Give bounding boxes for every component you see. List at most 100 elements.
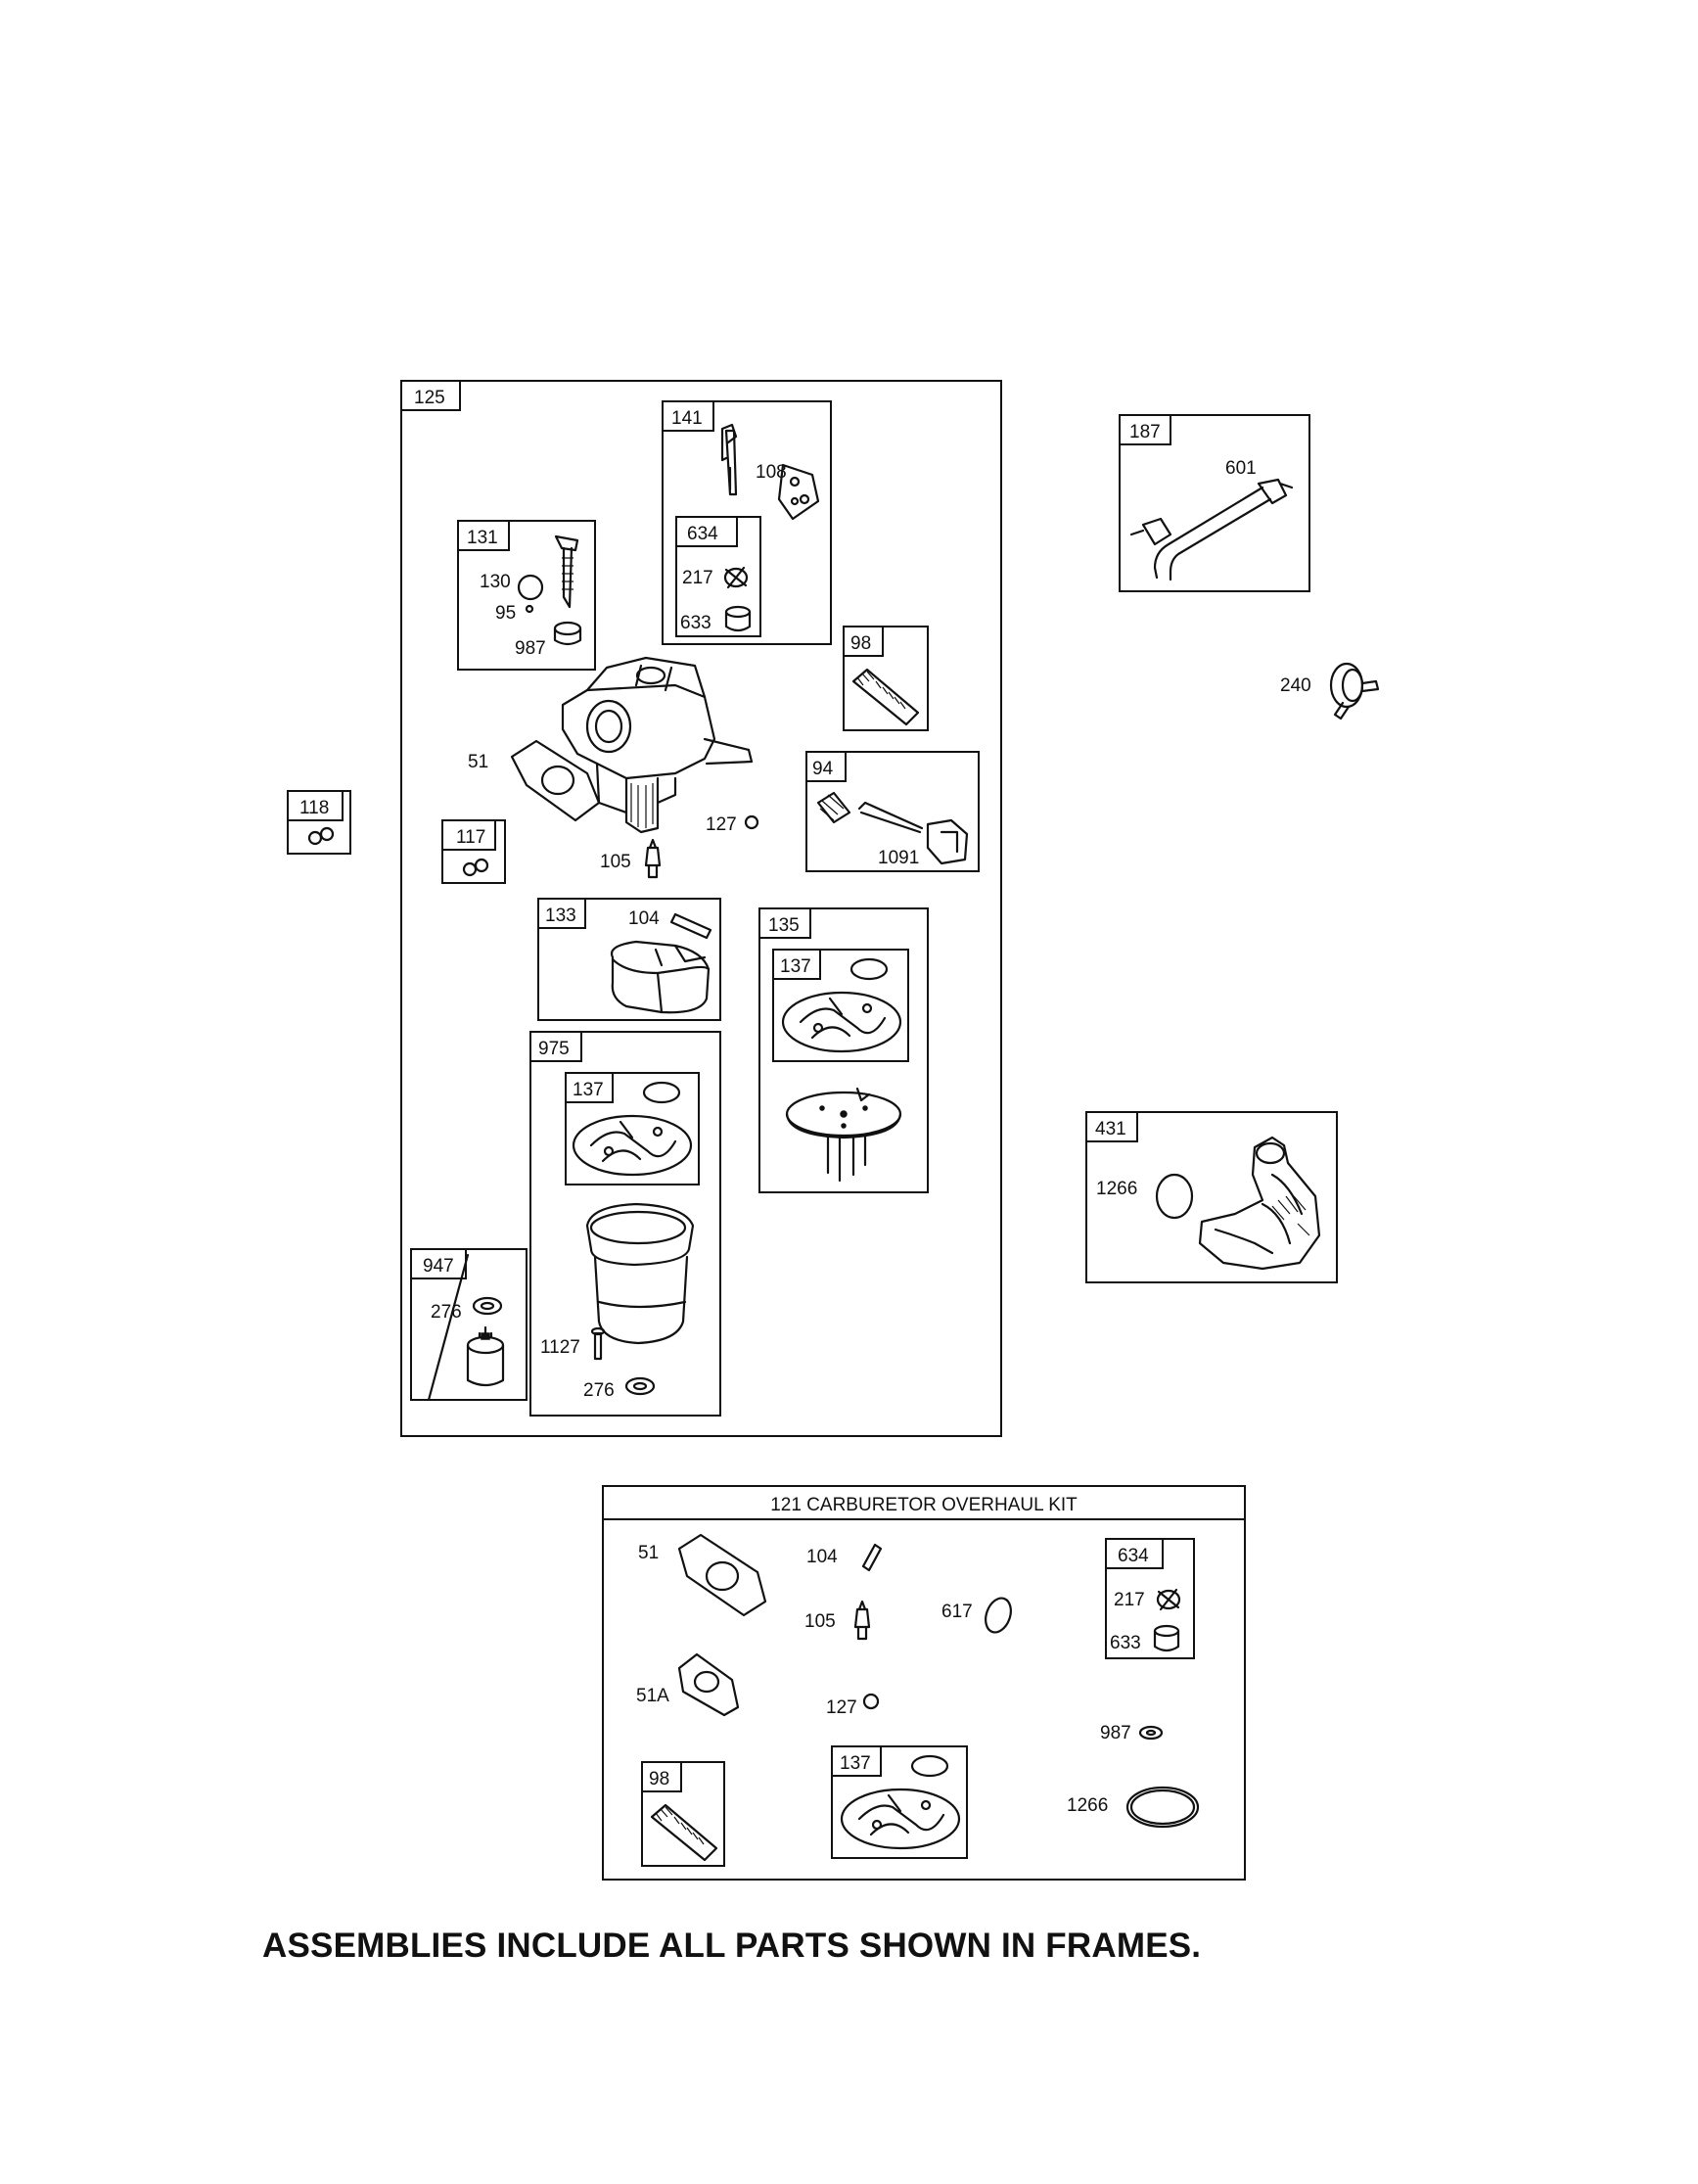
label-105: 105 bbox=[600, 852, 631, 872]
label-1266: 1266 bbox=[1096, 1179, 1137, 1199]
float-133-part bbox=[610, 940, 711, 1014]
kit-gasket-51a-part bbox=[677, 1652, 740, 1717]
frame-141: 141 108 634 217 633 bbox=[662, 400, 832, 645]
carburetor-body-part bbox=[561, 656, 754, 834]
kit-frame-137-tag: 137 bbox=[840, 1753, 871, 1774]
label-51: 51 bbox=[468, 752, 488, 772]
kit-label-105: 105 bbox=[804, 1611, 836, 1632]
screw-118-part bbox=[307, 826, 335, 846]
frame-117: 117 bbox=[441, 819, 506, 884]
label-1127: 1127 bbox=[540, 1337, 580, 1358]
frame-98-tag: 98 bbox=[850, 633, 871, 654]
kit-bushing-633-part bbox=[1153, 1624, 1180, 1652]
label-95: 95 bbox=[495, 603, 516, 624]
bowl-plate-135-part bbox=[785, 1087, 902, 1183]
kit-oring-617-part bbox=[985, 1597, 1012, 1634]
spring-94-part bbox=[816, 791, 851, 824]
diaphragm-130-part bbox=[517, 574, 544, 601]
frame-135-137-tag: 137 bbox=[780, 956, 811, 977]
frame-947: 947 276 bbox=[410, 1248, 528, 1402]
jet-105-part bbox=[644, 838, 662, 879]
label-276b: 276 bbox=[583, 1380, 615, 1401]
gasket-137-part bbox=[781, 991, 902, 1053]
frame-133-tag: 133 bbox=[545, 906, 576, 926]
frame-94-tag: 94 bbox=[812, 759, 834, 779]
spring-217-part bbox=[723, 566, 749, 589]
frame-117-tag: 117 bbox=[456, 827, 485, 848]
oring-975-137-part bbox=[642, 1081, 681, 1104]
kit-frame-98-tag: 98 bbox=[649, 1769, 669, 1789]
kit-label-987: 987 bbox=[1100, 1723, 1131, 1743]
label-987: 987 bbox=[515, 638, 546, 659]
kit-label-1266: 1266 bbox=[1067, 1795, 1108, 1816]
label-127: 127 bbox=[706, 814, 737, 835]
frame-187: 187 601 bbox=[1119, 414, 1310, 592]
frame-947-divider bbox=[427, 1253, 470, 1402]
solenoid-1091-part bbox=[926, 818, 969, 865]
kit-frame-634-tag: 634 bbox=[1118, 1546, 1149, 1566]
kit-label-217: 217 bbox=[1114, 1590, 1145, 1610]
kit-title: 121 CARBURETOR OVERHAUL KIT bbox=[770, 1495, 1078, 1515]
frame-141-tag: 141 bbox=[671, 408, 703, 429]
kit-oring-1266-part bbox=[1125, 1786, 1200, 1829]
label-104: 104 bbox=[628, 908, 660, 929]
screw-98-part bbox=[851, 668, 920, 726]
kit-label-51a: 51A bbox=[636, 1686, 669, 1706]
frame-135-tag: 135 bbox=[768, 915, 800, 936]
frame-975-137-tag: 137 bbox=[573, 1080, 604, 1100]
kit-oring-137-part bbox=[910, 1754, 949, 1778]
label-276a: 276 bbox=[431, 1302, 462, 1323]
plug-127-part bbox=[744, 814, 759, 830]
frame-133: 133 104 bbox=[537, 898, 721, 1021]
kit-screw-98-part bbox=[650, 1803, 718, 1862]
kit-label-51: 51 bbox=[638, 1543, 659, 1563]
label-240: 240 bbox=[1280, 675, 1311, 696]
kit-spring-217-part bbox=[1156, 1588, 1181, 1611]
kit-gasket-51-part bbox=[677, 1533, 767, 1617]
oring-1266-part bbox=[1155, 1173, 1194, 1220]
frame-131-tag: 131 bbox=[467, 528, 498, 548]
kit-pin-104-part bbox=[861, 1543, 883, 1572]
gasket-51-part bbox=[510, 739, 601, 822]
frame-94: 94 1091 bbox=[805, 751, 980, 872]
label-108: 108 bbox=[756, 462, 787, 483]
kit-gasket-137-part bbox=[840, 1788, 961, 1850]
frame-975: 975 137 1127 276 bbox=[529, 1031, 721, 1417]
frame-975-tag: 975 bbox=[538, 1039, 570, 1059]
gasket-975-137-part bbox=[572, 1114, 693, 1177]
frame-118-tag: 118 bbox=[299, 798, 329, 818]
kit-jet-105-part bbox=[853, 1600, 871, 1641]
frame-135: 135 137 bbox=[758, 907, 929, 1193]
frame-431: 431 1266 bbox=[1085, 1111, 1338, 1283]
linkage-rod-part bbox=[720, 423, 738, 496]
frame-118: 118 bbox=[287, 790, 351, 855]
washer-276b-part bbox=[624, 1376, 656, 1396]
label-633: 633 bbox=[680, 613, 711, 633]
seat-987-part bbox=[553, 621, 582, 646]
gasket-108-part bbox=[777, 463, 820, 521]
frame-947-tag: 947 bbox=[423, 1256, 454, 1277]
label-217: 217 bbox=[682, 568, 713, 588]
label-601: 601 bbox=[1225, 458, 1257, 479]
kit-plug-127-part bbox=[862, 1693, 880, 1710]
screw-117-part bbox=[462, 858, 489, 877]
label-1091: 1091 bbox=[878, 848, 919, 868]
fuel-line-601-part bbox=[1129, 478, 1294, 581]
solenoid-947-part bbox=[466, 1325, 505, 1387]
pin-104-part bbox=[669, 912, 712, 940]
frame-125-tag: 125 bbox=[414, 388, 445, 408]
frame-634-tag: 634 bbox=[687, 524, 718, 544]
kit-seat-987-part bbox=[1138, 1725, 1164, 1741]
needle-94-part bbox=[857, 801, 924, 834]
kit-label-617: 617 bbox=[941, 1602, 973, 1622]
float-bowl-975-part bbox=[585, 1202, 695, 1345]
frame-431-tag: 431 bbox=[1095, 1119, 1126, 1139]
kit-label-633: 633 bbox=[1110, 1633, 1141, 1653]
frame-98: 98 bbox=[843, 626, 929, 731]
assemblies-note: ASSEMBLIES INCLUDE ALL PARTS SHOWN IN FR… bbox=[262, 1927, 1202, 1965]
bushing-633-part bbox=[724, 605, 752, 632]
frame-187-tag: 187 bbox=[1129, 422, 1161, 442]
needle-131-part bbox=[554, 534, 579, 609]
washer-276a-part bbox=[472, 1296, 503, 1316]
